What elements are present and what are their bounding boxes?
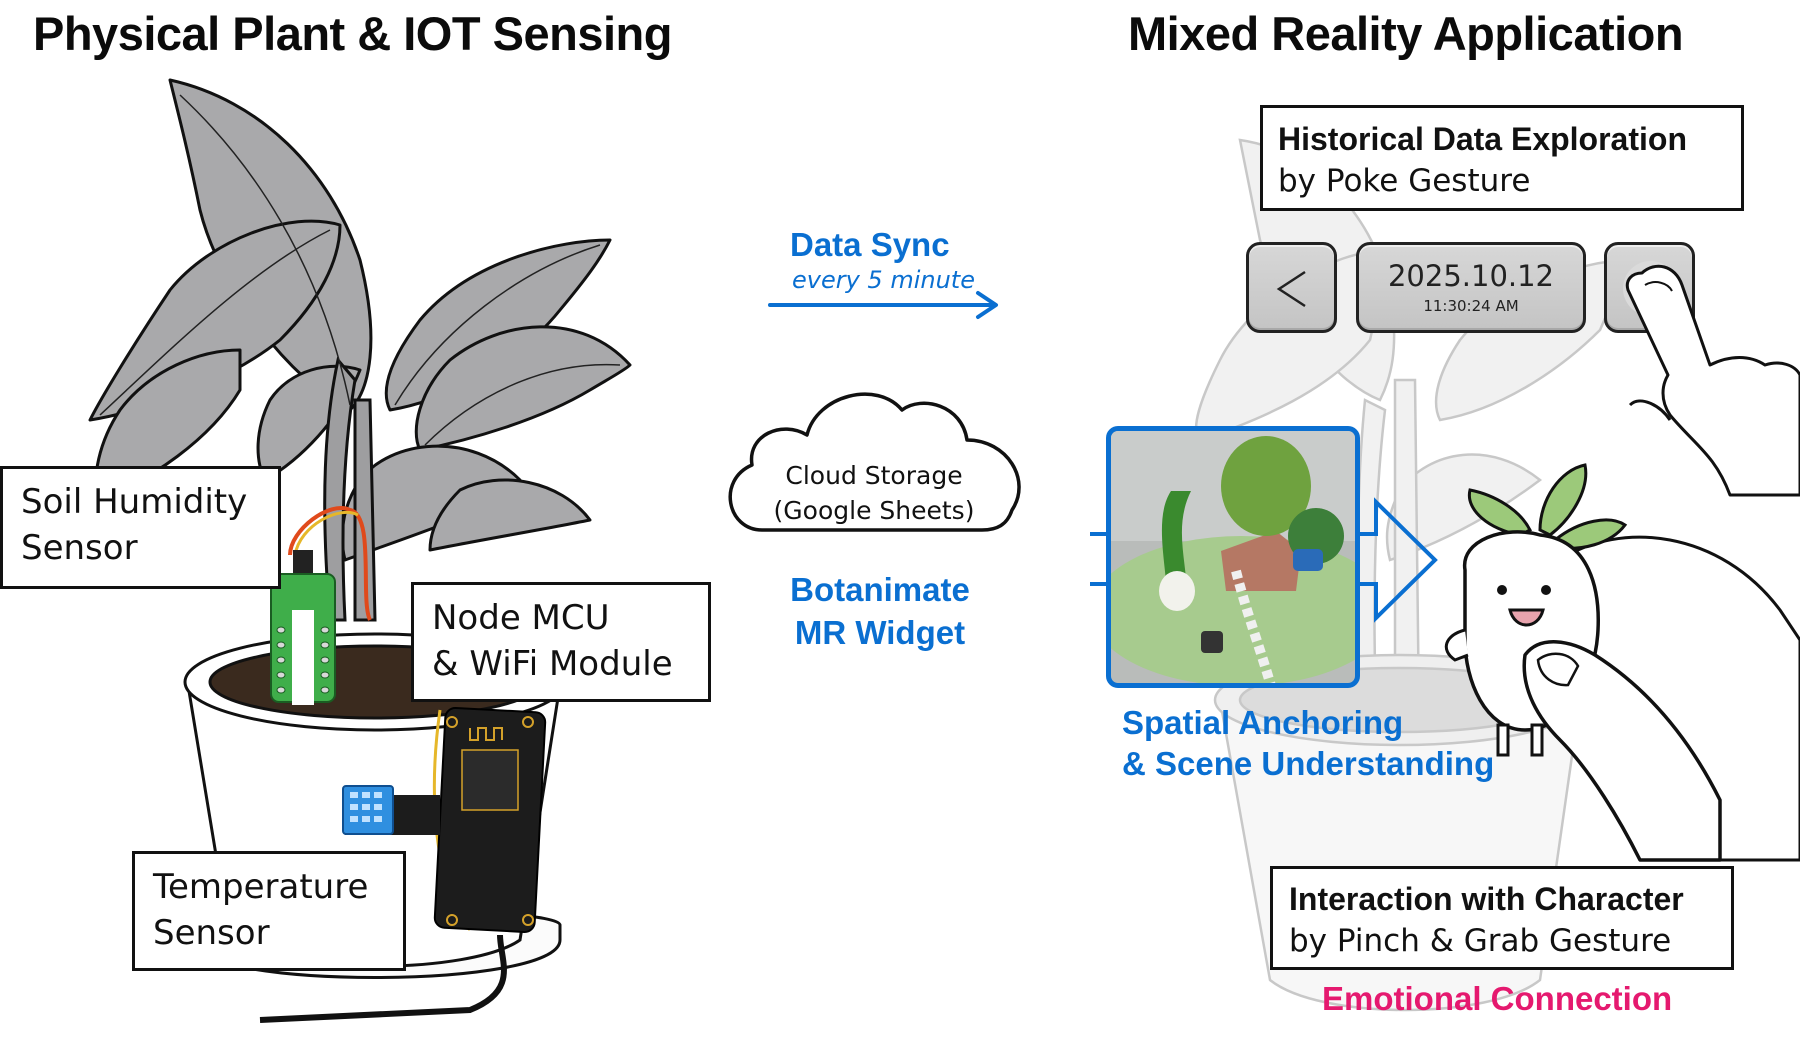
soil-humidity-sensor-icon [270,506,372,705]
plant-stems [323,356,377,622]
historical-data-subtitle: by Poke Gesture [1278,163,1531,199]
temperature-label-line-1: Temperature [153,867,369,907]
poking-hand-icon [1625,264,1800,497]
soil-label-line-2: Sensor [21,528,138,568]
temperature-sensor-label: Temperature Sensor [132,851,406,971]
historical-data-box: Historical Data Exploration by Poke Gest… [1260,105,1744,211]
soil-humidity-sensor-label: Soil Humidity Sensor [0,466,281,589]
sync-arrow-icon [768,291,998,319]
data-sync-title: Data Sync [790,226,950,263]
spatial-label-line-1: Spatial Anchoring [1122,704,1404,741]
date-value: 2025.10.12 [1387,259,1555,293]
widget-label-line-2: MR Widget [794,614,966,651]
temperature-sensor-icon [342,785,440,835]
node-mcu-label-line-2: & WiFi Module [432,644,673,684]
spatial-label-line-2: & Scene Understanding [1122,745,1495,782]
spatial-anchoring-label: Spatial Anchoring & Scene Understanding [1122,702,1494,784]
ar-scene-graphic [1111,431,1355,683]
cloud-storage-icon [728,392,1021,532]
data-sync-interval: every 5 minute [792,266,975,294]
botanimate-widget-label: Botanimate MR Widget [760,568,1000,654]
time-value: 11:30:24 AM [1423,297,1519,315]
cloud-label-line-2: (Google Sheets) [773,496,975,525]
node-mcu-label: Node MCU & WiFi Module [411,582,711,702]
previous-date-button[interactable] [1246,242,1337,333]
character-interaction-box: Interaction with Character by Pinch & Gr… [1270,866,1734,970]
chevron-left-icon [1276,270,1306,308]
temperature-label-line-2: Sensor [153,913,270,953]
left-section-title: Physical Plant & IOT Sensing [33,7,672,60]
node-mcu-label-line-1: Node MCU [432,598,610,638]
cloud-storage-label: Cloud Storage (Google Sheets) [734,458,1014,528]
cloud-label-line-1: Cloud Storage [785,461,963,490]
plant-veins [99,94,621,446]
date-display: 2025.10.12 11:30:24 AM [1356,242,1586,333]
character-interaction-illustration [1444,463,1800,862]
nodemcu-board-icon [259,707,547,1023]
emotional-connection-label: Emotional Connection [1322,980,1673,1017]
plant-leaves [88,78,632,562]
interaction-title: Interaction with Character [1289,881,1684,917]
right-section-title: Mixed Reality Application [1128,7,1684,60]
ar-scene-screenshot [1106,426,1360,688]
soil-label-line-1: Soil Humidity [21,482,248,522]
interaction-subtitle: by Pinch & Grab Gesture [1289,923,1672,959]
historical-data-title: Historical Data Exploration [1278,121,1687,157]
widget-label-line-1: Botanimate [790,571,970,608]
